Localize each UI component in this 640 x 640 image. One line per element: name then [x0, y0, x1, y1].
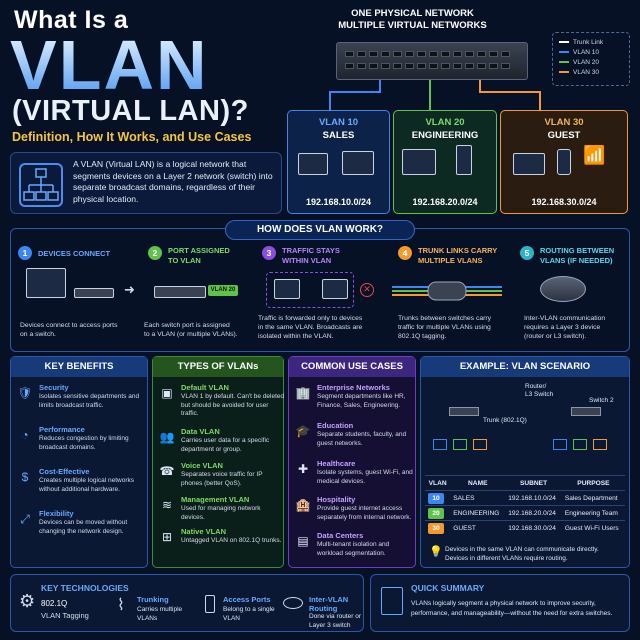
router-icon	[283, 597, 303, 609]
vlan10-box: VLAN 10 SALES 192.168.10.0/24	[287, 110, 390, 214]
switch-port	[369, 51, 378, 57]
wifi-icon: 📶	[583, 145, 606, 165]
switch-port	[453, 51, 462, 57]
switch-port	[441, 51, 450, 57]
server-icon: ▤	[297, 534, 309, 548]
switch-port	[393, 51, 402, 57]
switch-port	[393, 63, 402, 69]
switch-port	[429, 63, 438, 69]
legend: Trunk Link VLAN 10 VLAN 20 VLAN 30	[552, 32, 630, 86]
switch-port	[441, 63, 450, 69]
expand-icon: ⤢	[20, 512, 30, 526]
monitor-icon	[322, 279, 348, 299]
title-vlan: VLAN	[10, 26, 209, 104]
vlan30-box: VLAN 30 GUEST 📶 192.168.30.0/24	[500, 110, 628, 214]
switch-icon	[154, 286, 206, 298]
switch-port	[453, 63, 462, 69]
building-icon: 🏢	[295, 386, 311, 400]
laptop-icon	[513, 153, 545, 175]
switch-port	[501, 51, 510, 57]
switch-port	[429, 51, 438, 57]
pc-icon	[433, 439, 447, 450]
server-icon	[456, 145, 472, 175]
switch-port	[465, 63, 474, 69]
pc-icon	[453, 439, 467, 450]
switch-port	[405, 51, 414, 57]
port-icon	[205, 595, 215, 613]
hotel-icon: 🏨	[295, 498, 311, 512]
scenario-panel: EXAMPLE: VLAN SCENARIO Router/ L3 Switch…	[420, 356, 630, 568]
shield-icon: 🛡	[17, 386, 33, 400]
switch-icon	[571, 407, 601, 416]
network-diagram-icon	[19, 163, 63, 207]
monitor-icon: ▣	[161, 386, 173, 400]
switch-port	[357, 63, 366, 69]
vlan-tag-badge: VLAN 20	[208, 285, 238, 296]
laptop-icon	[298, 153, 328, 175]
switch-port	[477, 63, 486, 69]
wifi-icon: ≋	[161, 498, 173, 512]
network-icon: ⊞	[161, 530, 173, 544]
technologies-panel: KEY TECHNOLOGIES ⚙ 802.1Q VLAN Tagging ⌇…	[10, 574, 364, 632]
switch-port	[465, 51, 474, 57]
monitor-icon	[274, 279, 300, 299]
arrow-icon: ➜	[124, 282, 135, 297]
vlan-boundary	[266, 272, 354, 308]
vlan20-box: VLAN 20 ENGINEERING 192.168.20.0/24	[393, 110, 497, 214]
switch-port	[357, 51, 366, 57]
switch-port	[381, 51, 390, 57]
switch-port	[345, 51, 354, 57]
phone-icon	[557, 149, 571, 175]
how-heading: HOW DOES VLAN WORK?	[225, 220, 415, 240]
trunk-cable-icon	[392, 281, 502, 301]
pc-icon	[553, 439, 567, 450]
switch-icon	[74, 288, 114, 298]
switch-port	[489, 63, 498, 69]
checklist-icon	[381, 587, 403, 615]
monitor-icon	[402, 149, 436, 175]
switch-port	[369, 63, 378, 69]
dollar-icon: $	[21, 470, 29, 484]
pc-icon	[573, 439, 587, 450]
title-subtitle: (VIRTUAL LAN)?	[12, 95, 249, 127]
graduation-cap-icon: 🎓	[295, 424, 311, 438]
switch-port	[405, 63, 414, 69]
lightbulb-icon: 💡	[429, 546, 443, 558]
tagline: Definition, How It Works, and Use Cases	[12, 130, 252, 144]
switch-links	[329, 80, 541, 110]
monitor-icon	[342, 151, 374, 175]
blocked-icon: ✕	[360, 283, 374, 297]
router-icon	[540, 276, 586, 302]
users-icon: 👥	[159, 430, 175, 444]
gear-icon: ⚙	[19, 591, 36, 611]
intro-box: A VLAN (Virtual LAN) is a logical networ…	[10, 152, 282, 214]
switch-port	[417, 51, 426, 57]
phone-icon: ☎	[159, 464, 175, 478]
switch-port	[417, 63, 426, 69]
pc-icon	[473, 439, 487, 450]
switch-port	[501, 63, 510, 69]
intro-text: A VLAN (Virtual LAN) is a logical networ…	[73, 159, 273, 204]
monitor-icon	[26, 268, 66, 298]
switch-port	[489, 51, 498, 57]
medical-cross-icon: ✚	[297, 462, 309, 476]
title-line1: What Is a	[14, 6, 129, 34]
cable-icon: ⌇	[117, 597, 125, 614]
pc-icon	[593, 439, 607, 450]
switch-port	[345, 63, 354, 69]
switch-port	[477, 51, 486, 57]
summary-panel: QUICK SUMMARY VLANs logically segment a …	[370, 574, 630, 632]
switch-icon	[449, 407, 479, 416]
main-switch	[336, 42, 528, 80]
gauge-icon: ◔	[21, 428, 29, 442]
switch-port	[381, 63, 390, 69]
